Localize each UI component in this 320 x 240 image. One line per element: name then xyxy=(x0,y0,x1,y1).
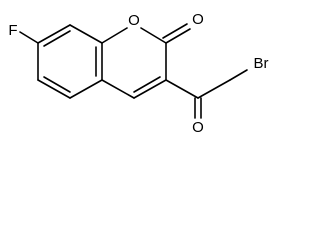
lactone-carbonyl xyxy=(162,23,191,44)
bond-c5-c6 xyxy=(37,79,71,99)
bond-c2-o-b xyxy=(162,23,188,39)
bromoacetyl-group xyxy=(165,69,248,119)
atom-label-lactone-oxygen: O xyxy=(192,11,204,28)
atom-label-ring-oxygen: O xyxy=(128,12,140,29)
bond-c4-c4a xyxy=(101,79,135,99)
double-bond-inner-c3-c4 xyxy=(133,76,161,93)
bond-c8a-o1 xyxy=(101,27,128,44)
bond-o1-c2 xyxy=(140,27,167,44)
bond-cco-ch2 xyxy=(197,79,231,99)
double-bond-inner-c5-c6 xyxy=(43,76,71,93)
atom-label-fluorine: F xyxy=(8,22,17,39)
bond-c2-o-a xyxy=(165,28,191,44)
atom-label-bromine: Br xyxy=(254,55,269,72)
bond-c7-c8 xyxy=(37,24,71,44)
double-bond-inner-c7-c8 xyxy=(43,30,71,47)
bond-c8-c8a xyxy=(69,24,103,44)
chemical-structure-drawing: F O O O Br xyxy=(8,11,269,136)
bond-ch2-br xyxy=(229,69,248,81)
bond-c4a-c5 xyxy=(69,79,103,99)
bond-c7-f xyxy=(19,31,39,44)
atom-label-ketone-oxygen: O xyxy=(192,119,204,136)
benzene-ring xyxy=(37,24,103,99)
bond-c3-cco xyxy=(165,79,199,99)
pyranone-ring xyxy=(101,27,167,99)
bond-c3-c4 xyxy=(133,79,167,99)
